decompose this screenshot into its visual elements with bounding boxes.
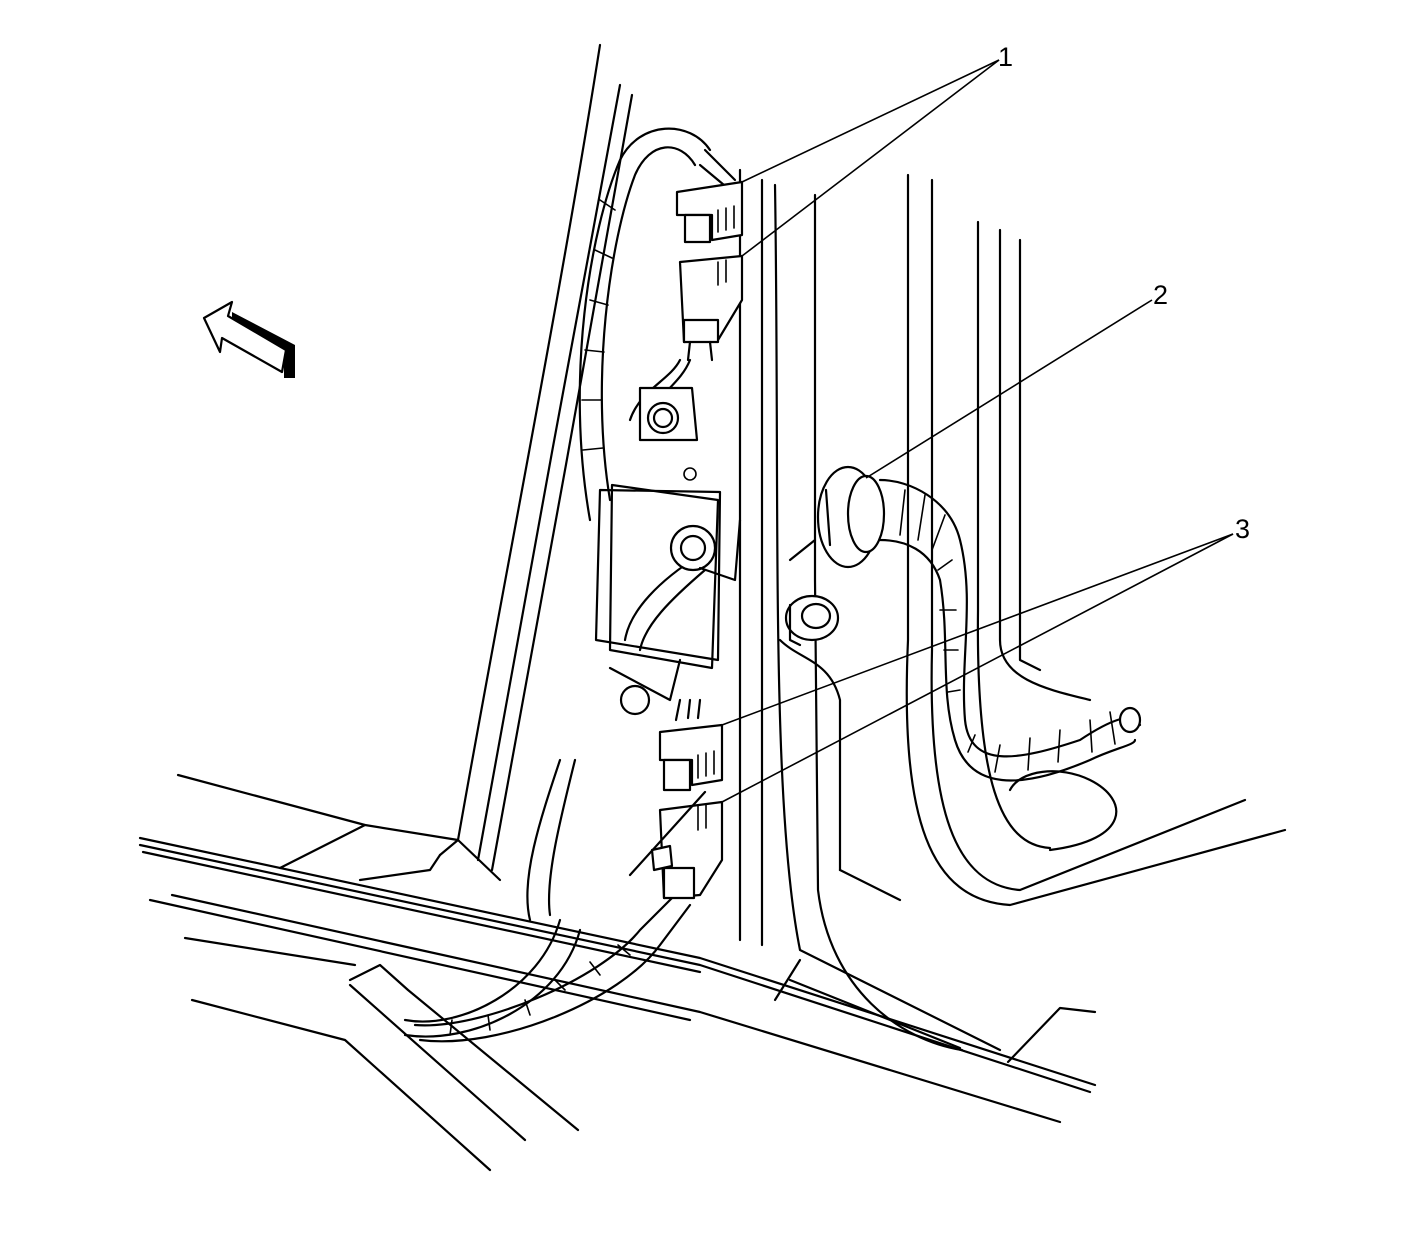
harness-grommet [816,465,1142,782]
callout-label-3: 3 [1235,514,1251,544]
mounting-bracket [594,386,742,716]
bolt-stud [784,594,840,647]
callout-leaders [721,59,1234,803]
leader-2 [865,299,1153,479]
leader-1a [741,59,1000,183]
direction-arrow-icon [202,300,295,378]
leader-3a [721,533,1234,726]
lower-harness-connectors [628,698,724,900]
floor-panels [138,773,1097,1172]
leader-3b [721,533,1234,803]
leader-1b [741,59,1000,257]
pillar-body [456,43,1287,1052]
upper-harness-connectors [675,180,744,362]
callout-label-2: 2 [1153,280,1169,310]
callout-label-1: 1 [998,42,1014,72]
